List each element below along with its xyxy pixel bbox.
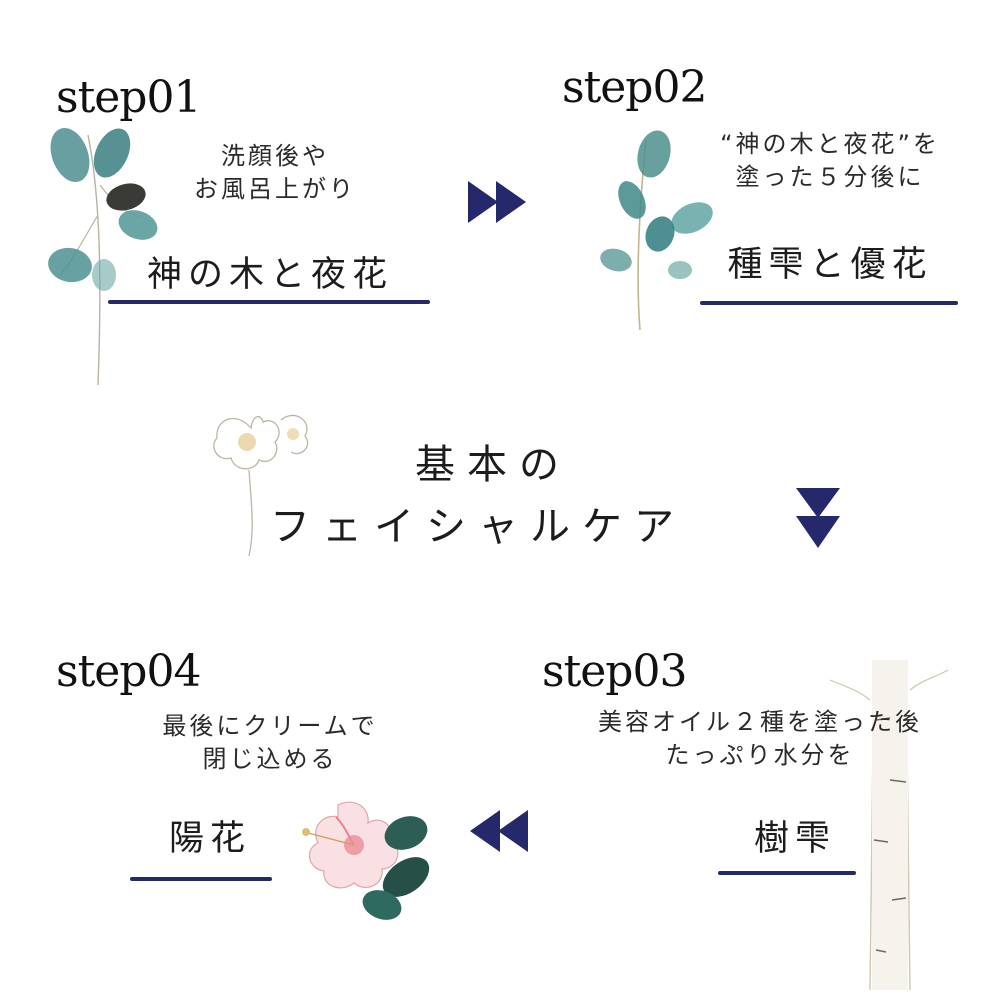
birch-tree-illustration-icon: [829, 659, 949, 991]
step04-label: step04: [56, 646, 201, 697]
step04-description: 最後にクリームで 閉じ込める: [130, 710, 410, 776]
step01-description-line1: 洗顔後や: [221, 142, 329, 170]
step03-underline: [718, 871, 856, 875]
step02-description-line2: 塗った５分後に: [735, 163, 925, 191]
step03-description-line2: たっぷり水分を: [665, 741, 855, 769]
step02-description: “神の木と夜花”を 塗った５分後に: [680, 128, 980, 194]
center-title: 基本の フェイシャルケア: [270, 434, 770, 558]
step01-product-name: 神の木と夜花: [146, 255, 393, 295]
step04-section: step04 最後にクリームで 閉じ込める 陽花: [0, 600, 460, 1000]
step01-underline: [108, 300, 430, 304]
step04-description-line1: 最後にクリームで: [162, 712, 378, 740]
camellia-flower-illustration-icon: [213, 414, 309, 557]
double-chevron-right-icon: [468, 181, 526, 223]
step01-description-line2: お風呂上がり: [194, 175, 356, 203]
step04-underline: [130, 877, 272, 881]
hibiscus-flower-illustration-icon: [302, 801, 430, 920]
step02-product-name: 種雫と優花: [727, 245, 933, 285]
step03-label: step03: [542, 646, 687, 697]
step03-section: step03 美容オイル２種を塗った後 たっぷり水分を 樹雫: [530, 600, 1000, 1000]
step01-description: 洗顔後や お風呂上がり: [160, 140, 390, 206]
step04-description-line2: 閉じ込める: [202, 745, 338, 773]
eucalyptus-illustration-icon: [48, 127, 158, 386]
step03-description: 美容オイル２種を塗った後 たっぷり水分を: [550, 706, 970, 772]
step01-label: step01: [56, 72, 201, 123]
center-title-line2: フェイシャルケア: [270, 504, 686, 550]
double-chevron-down-icon: [796, 488, 840, 548]
step02-description-line1: “神の木と夜花”を: [720, 130, 940, 158]
step03-product-name: 樹雫: [753, 819, 836, 859]
step02-section: step02 “神の木と夜花”を 塗った５分後に 種雫と優花: [540, 0, 1000, 400]
step02-underline: [700, 301, 958, 305]
center-title-line1: 基本の: [415, 442, 571, 488]
step03-description-line1: 美容オイル２種を塗った後: [598, 708, 922, 736]
double-chevron-left-icon: [470, 810, 528, 852]
step01-section: step01 洗顔後や お風呂上がり 神の木と夜花: [0, 0, 460, 400]
step04-product-name: 陽花: [168, 819, 251, 859]
eucalyptus-branch-illustration-icon: [600, 130, 713, 331]
step02-label: step02: [562, 62, 707, 113]
